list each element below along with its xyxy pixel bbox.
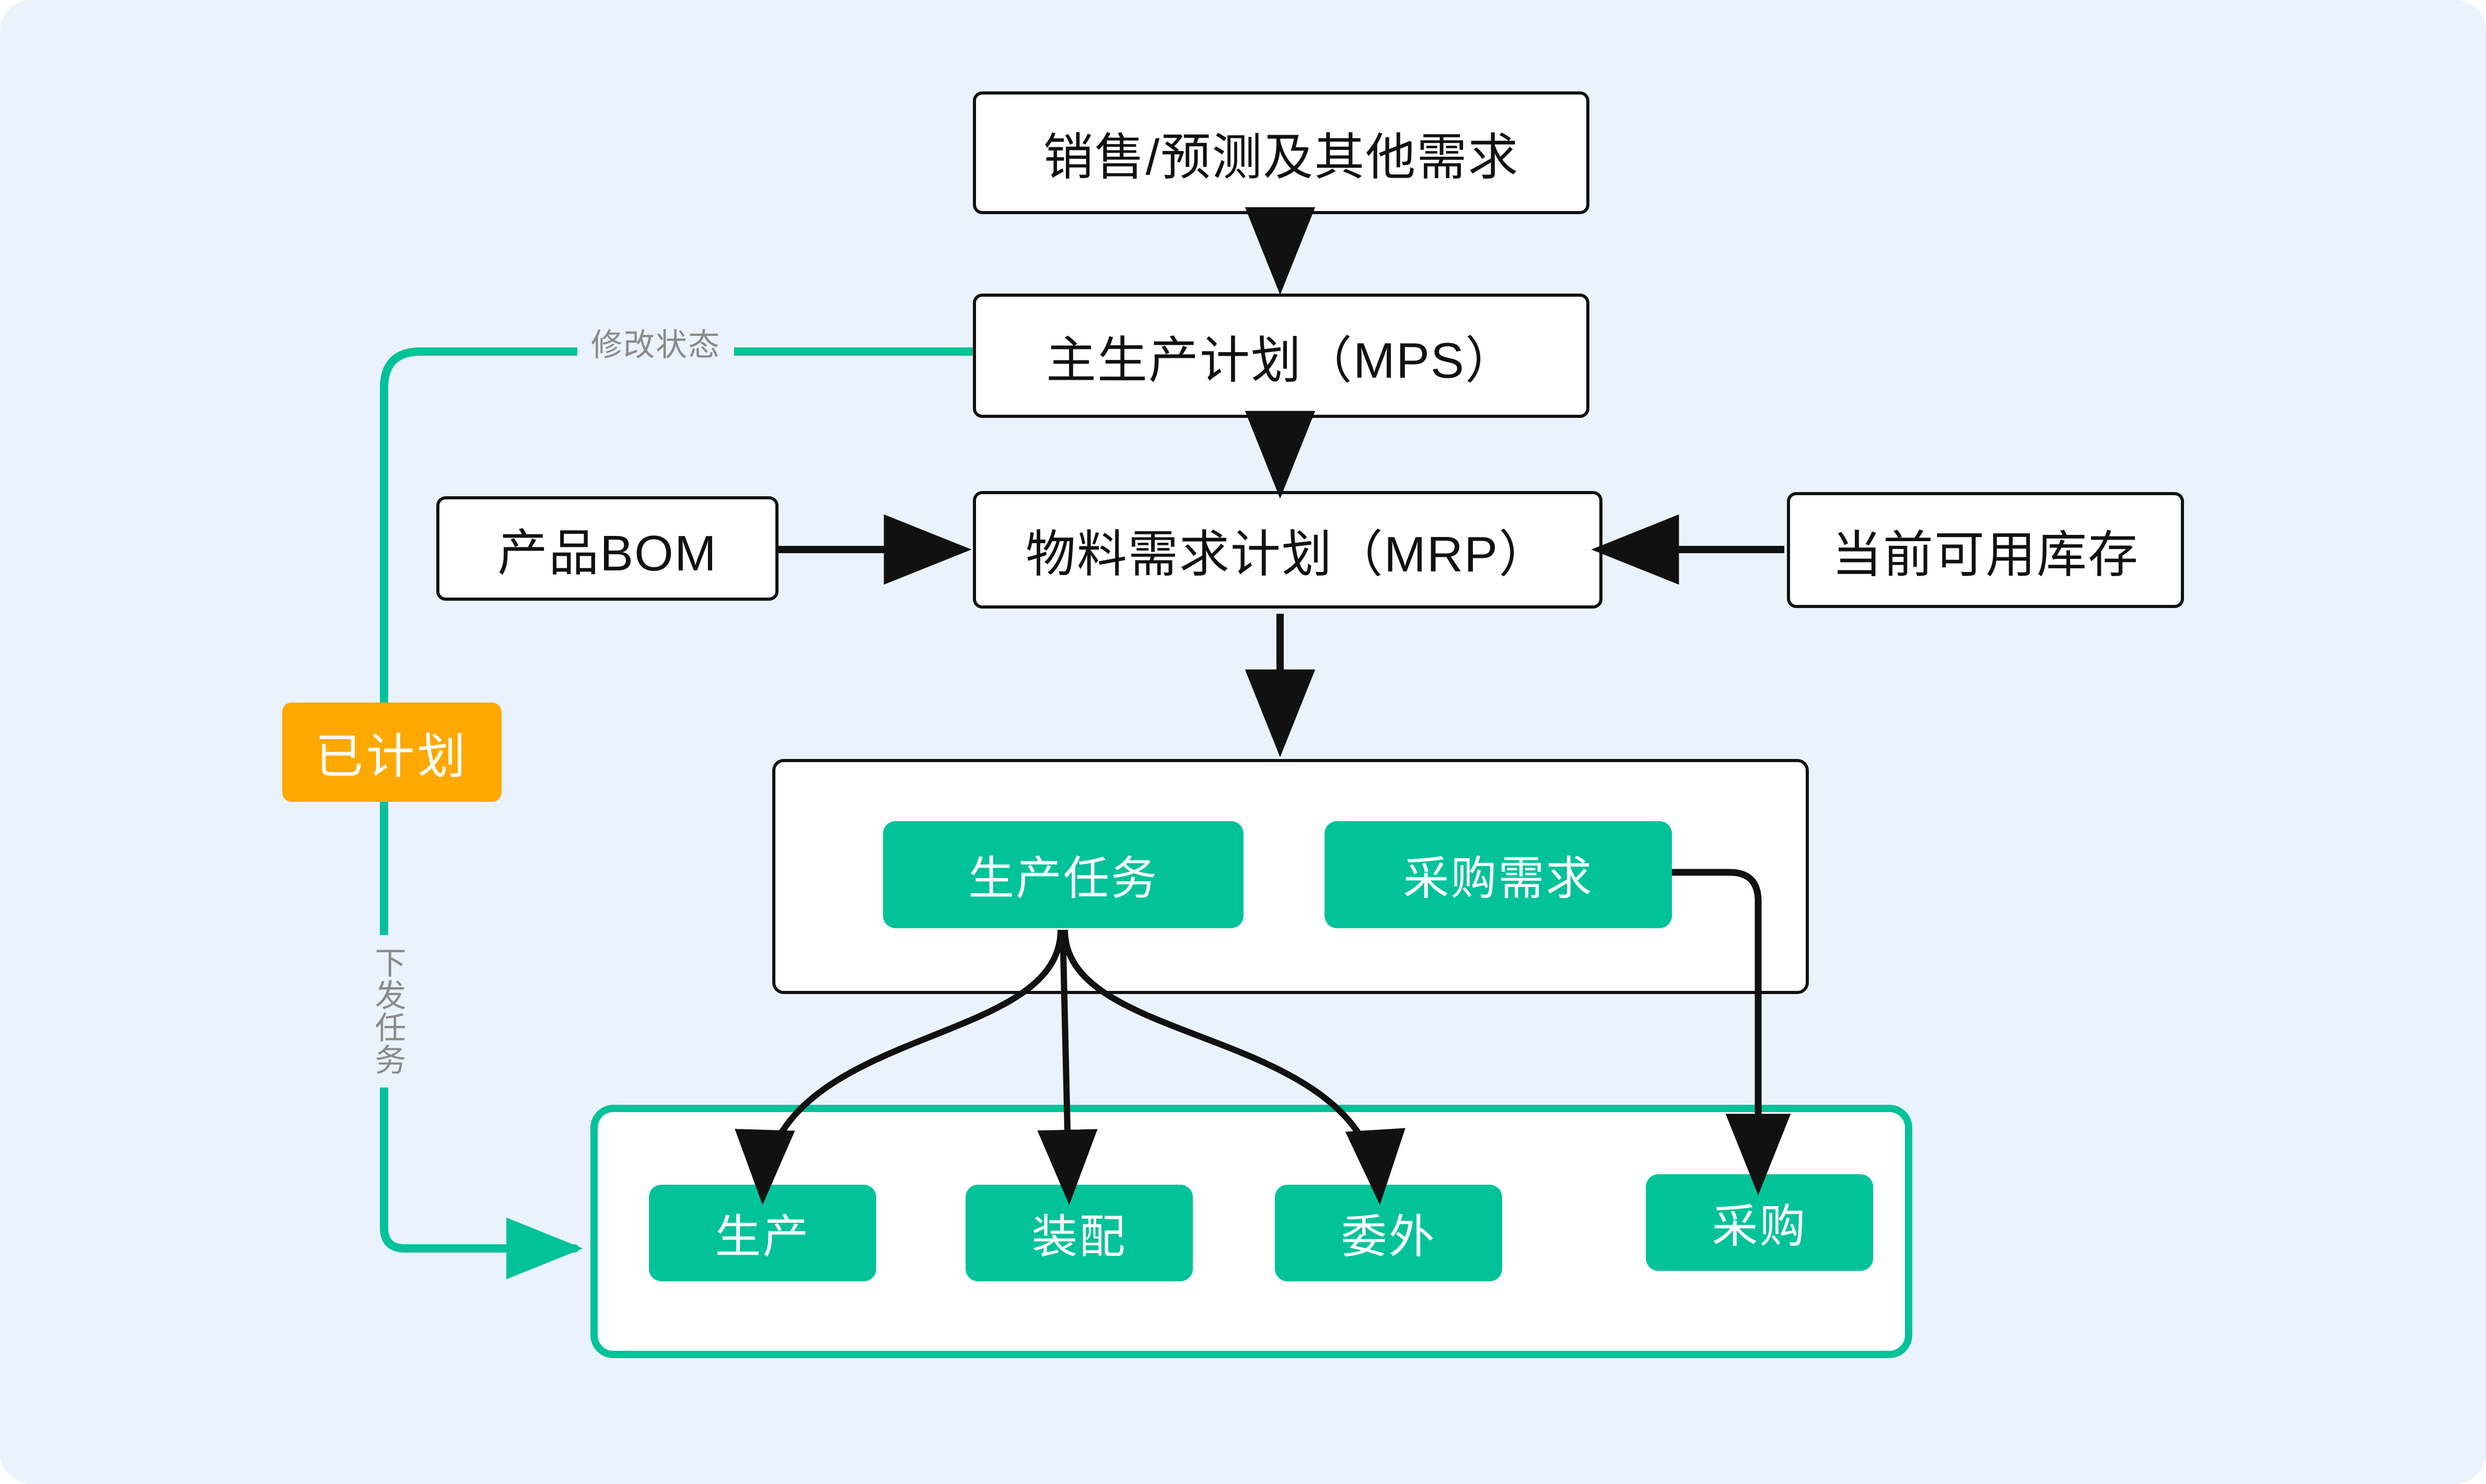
node-demand-label: 销售/预测及其他需求 xyxy=(1043,130,1519,185)
node-production-task[interactable]: 生产任务 xyxy=(883,821,1244,928)
node-mrp[interactable]: 物料需求计划（MRP） xyxy=(973,491,1602,609)
node-task-purchase-label: 采购 xyxy=(1712,1200,1807,1252)
node-product-bom-label: 产品BOM xyxy=(497,525,717,581)
node-mrp-label: 物料需求计划（MRP） xyxy=(1025,527,1550,582)
node-task-assemble[interactable]: 装配 xyxy=(966,1185,1193,1281)
node-available-stock-label: 当前可用库存 xyxy=(1832,527,2139,583)
node-task-assemble-label: 装配 xyxy=(1031,1211,1127,1263)
node-available-stock[interactable]: 当前可用库存 xyxy=(1787,492,2184,608)
edge-label-dispatch-task: 下发任务 xyxy=(368,935,408,1088)
node-task-produce[interactable]: 生产 xyxy=(649,1185,876,1281)
node-task-outsource[interactable]: 委外 xyxy=(1275,1185,1502,1281)
node-demand[interactable]: 销售/预测及其他需求 xyxy=(973,91,1589,214)
node-mps[interactable]: 主生产计划（MPS） xyxy=(973,294,1589,418)
node-production-task-label: 生产任务 xyxy=(968,852,1158,904)
node-task-outsource-label: 委外 xyxy=(1341,1211,1436,1263)
node-purchase-demand[interactable]: 采购需求 xyxy=(1325,821,1672,928)
node-purchase-demand-label: 采购需求 xyxy=(1403,852,1594,904)
badge-planned-label: 已计划 xyxy=(315,730,469,784)
node-product-bom[interactable]: 产品BOM xyxy=(436,496,779,601)
edge-label-modify-status: 修改状态 xyxy=(577,320,734,365)
node-task-produce-label: 生产 xyxy=(715,1211,810,1263)
node-task-purchase[interactable]: 采购 xyxy=(1646,1174,1873,1271)
node-mps-label: 主生产计划（MPS） xyxy=(1045,332,1517,389)
badge-planned[interactable]: 已计划 xyxy=(282,703,502,802)
